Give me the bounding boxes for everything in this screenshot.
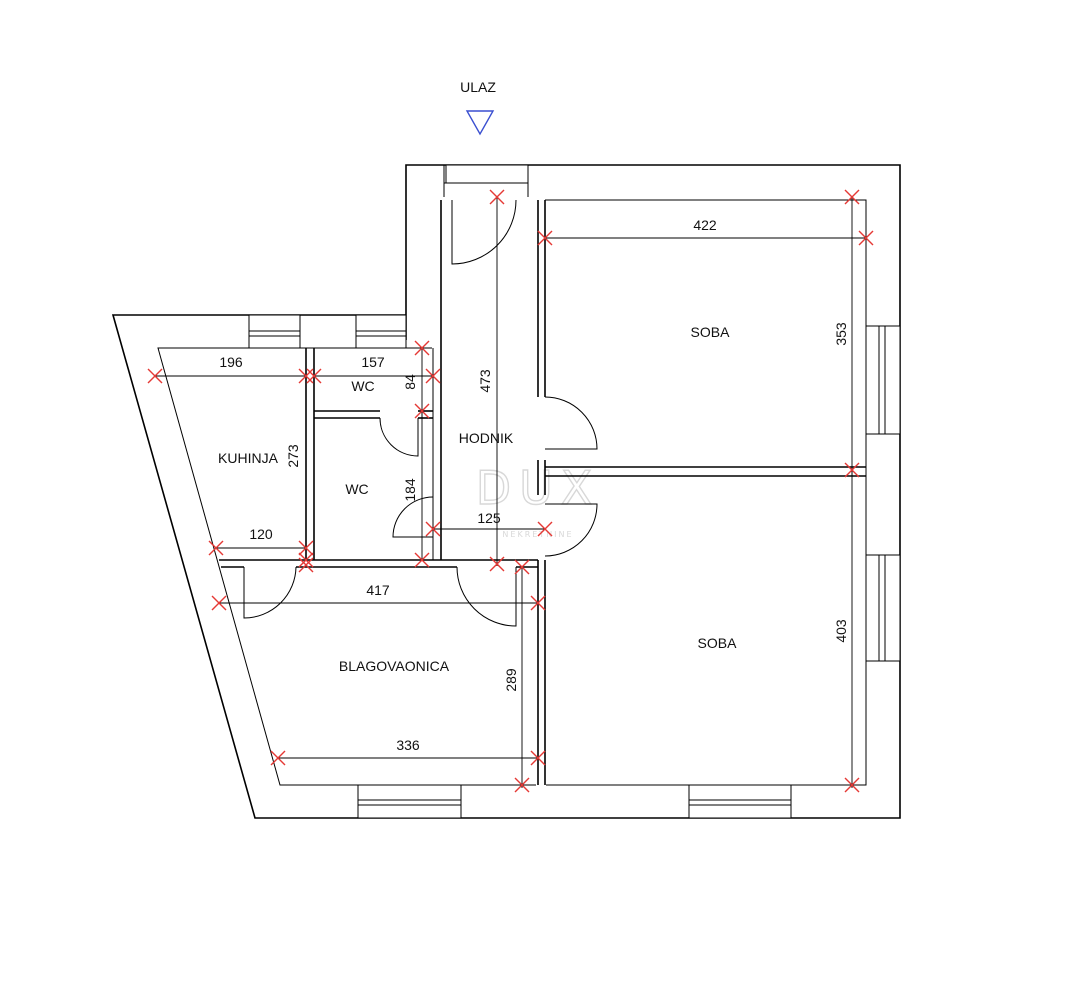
dimension-kuhinja-width-top: 196 (219, 354, 243, 370)
dimension-tick-mark (489, 556, 505, 572)
dimension-tick-mark (208, 540, 224, 556)
dimension-blagovaonica-width-bottom: 336 (396, 737, 420, 753)
dimension-blagovaonica-height: 289 (503, 668, 519, 692)
dimension-soba-bottom-height: 403 (833, 619, 849, 643)
dimension-tick-mark (425, 521, 441, 537)
dimension-tick-mark (537, 521, 553, 537)
dimension-soba-top-height: 353 (833, 322, 849, 346)
room-label-blagovaonica: BLAGOVAONICA (339, 658, 450, 674)
door-soba-top (544, 396, 598, 450)
window-blagovaonica (357, 784, 462, 819)
watermark-logo: DUX (476, 461, 601, 515)
dimension-tick-mark (306, 368, 322, 384)
door-blagovaonica (456, 566, 517, 627)
dimension-hodnik-width: 125 (477, 510, 501, 526)
dimension-tick-mark (298, 552, 314, 568)
entrance-opening (445, 164, 529, 184)
dimension-wc-mid-height: 184 (402, 478, 418, 502)
door-wc-top (379, 417, 419, 457)
dimension-tick-mark (858, 230, 874, 246)
door-soba-bottom (544, 503, 598, 557)
dimension-tick-mark (414, 403, 430, 419)
entrance-label: ULAZ (460, 79, 496, 95)
dimension-hodnik-height: 473 (477, 369, 493, 393)
dimension-wc-top-height: 84 (402, 374, 418, 390)
interior-walls (219, 200, 866, 785)
dimension-soba-top-width: 422 (693, 217, 717, 233)
dimension-tick-mark (414, 552, 430, 568)
windows (248, 164, 901, 819)
door-kuhinja (243, 566, 297, 619)
dimension-tick-mark (147, 368, 163, 384)
dimension-tick-mark (298, 557, 314, 573)
dimension-tick-mark (514, 777, 530, 793)
door-entrance (451, 199, 517, 265)
dimension-kuhinja-height: 273 (285, 444, 301, 468)
dimension-tick-mark (844, 777, 860, 793)
dimension-lines (155, 197, 866, 788)
room-label-kuhinja: KUHINJA (218, 450, 279, 466)
window-soba-bottom-south (688, 784, 792, 819)
dimension-tick-mark (844, 462, 860, 478)
dimension-ticks (147, 189, 874, 793)
dimension-tick-mark (530, 595, 546, 611)
window-soba-top (865, 325, 901, 435)
doors (243, 199, 598, 627)
room-label-soba-bottom: SOBA (698, 635, 738, 651)
dimension-blagovaonica-width-top: 417 (366, 582, 390, 598)
dimension-wc-top-width: 157 (361, 354, 385, 370)
door-wc-mid (392, 496, 434, 538)
dimension-tick-mark (298, 368, 314, 384)
window-soba-bottom (865, 554, 901, 662)
dimension-tick-mark (298, 540, 314, 556)
room-label-hodnik: HODNIK (459, 430, 514, 446)
dimension-tick-mark (270, 750, 286, 766)
dimension-tick-mark (489, 189, 505, 205)
dimension-kuhinja-width-bottom: 120 (249, 526, 273, 542)
room-label-soba-top: SOBA (691, 324, 731, 340)
dimension-tick-mark (414, 340, 430, 356)
dimension-tick-mark (530, 750, 546, 766)
dimension-tick-mark (425, 368, 441, 384)
entrance-arrow-icon (465, 110, 495, 136)
dimension-tick-mark (211, 595, 227, 611)
dimension-tick-mark (844, 189, 860, 205)
room-label-wc-mid: WC (345, 481, 368, 497)
room-label-wc-top: WC (351, 378, 374, 394)
dimension-tick-mark (514, 559, 530, 575)
watermark-subtitle: NEKRETNINE (502, 530, 573, 539)
dimension-tick-mark (537, 230, 553, 246)
